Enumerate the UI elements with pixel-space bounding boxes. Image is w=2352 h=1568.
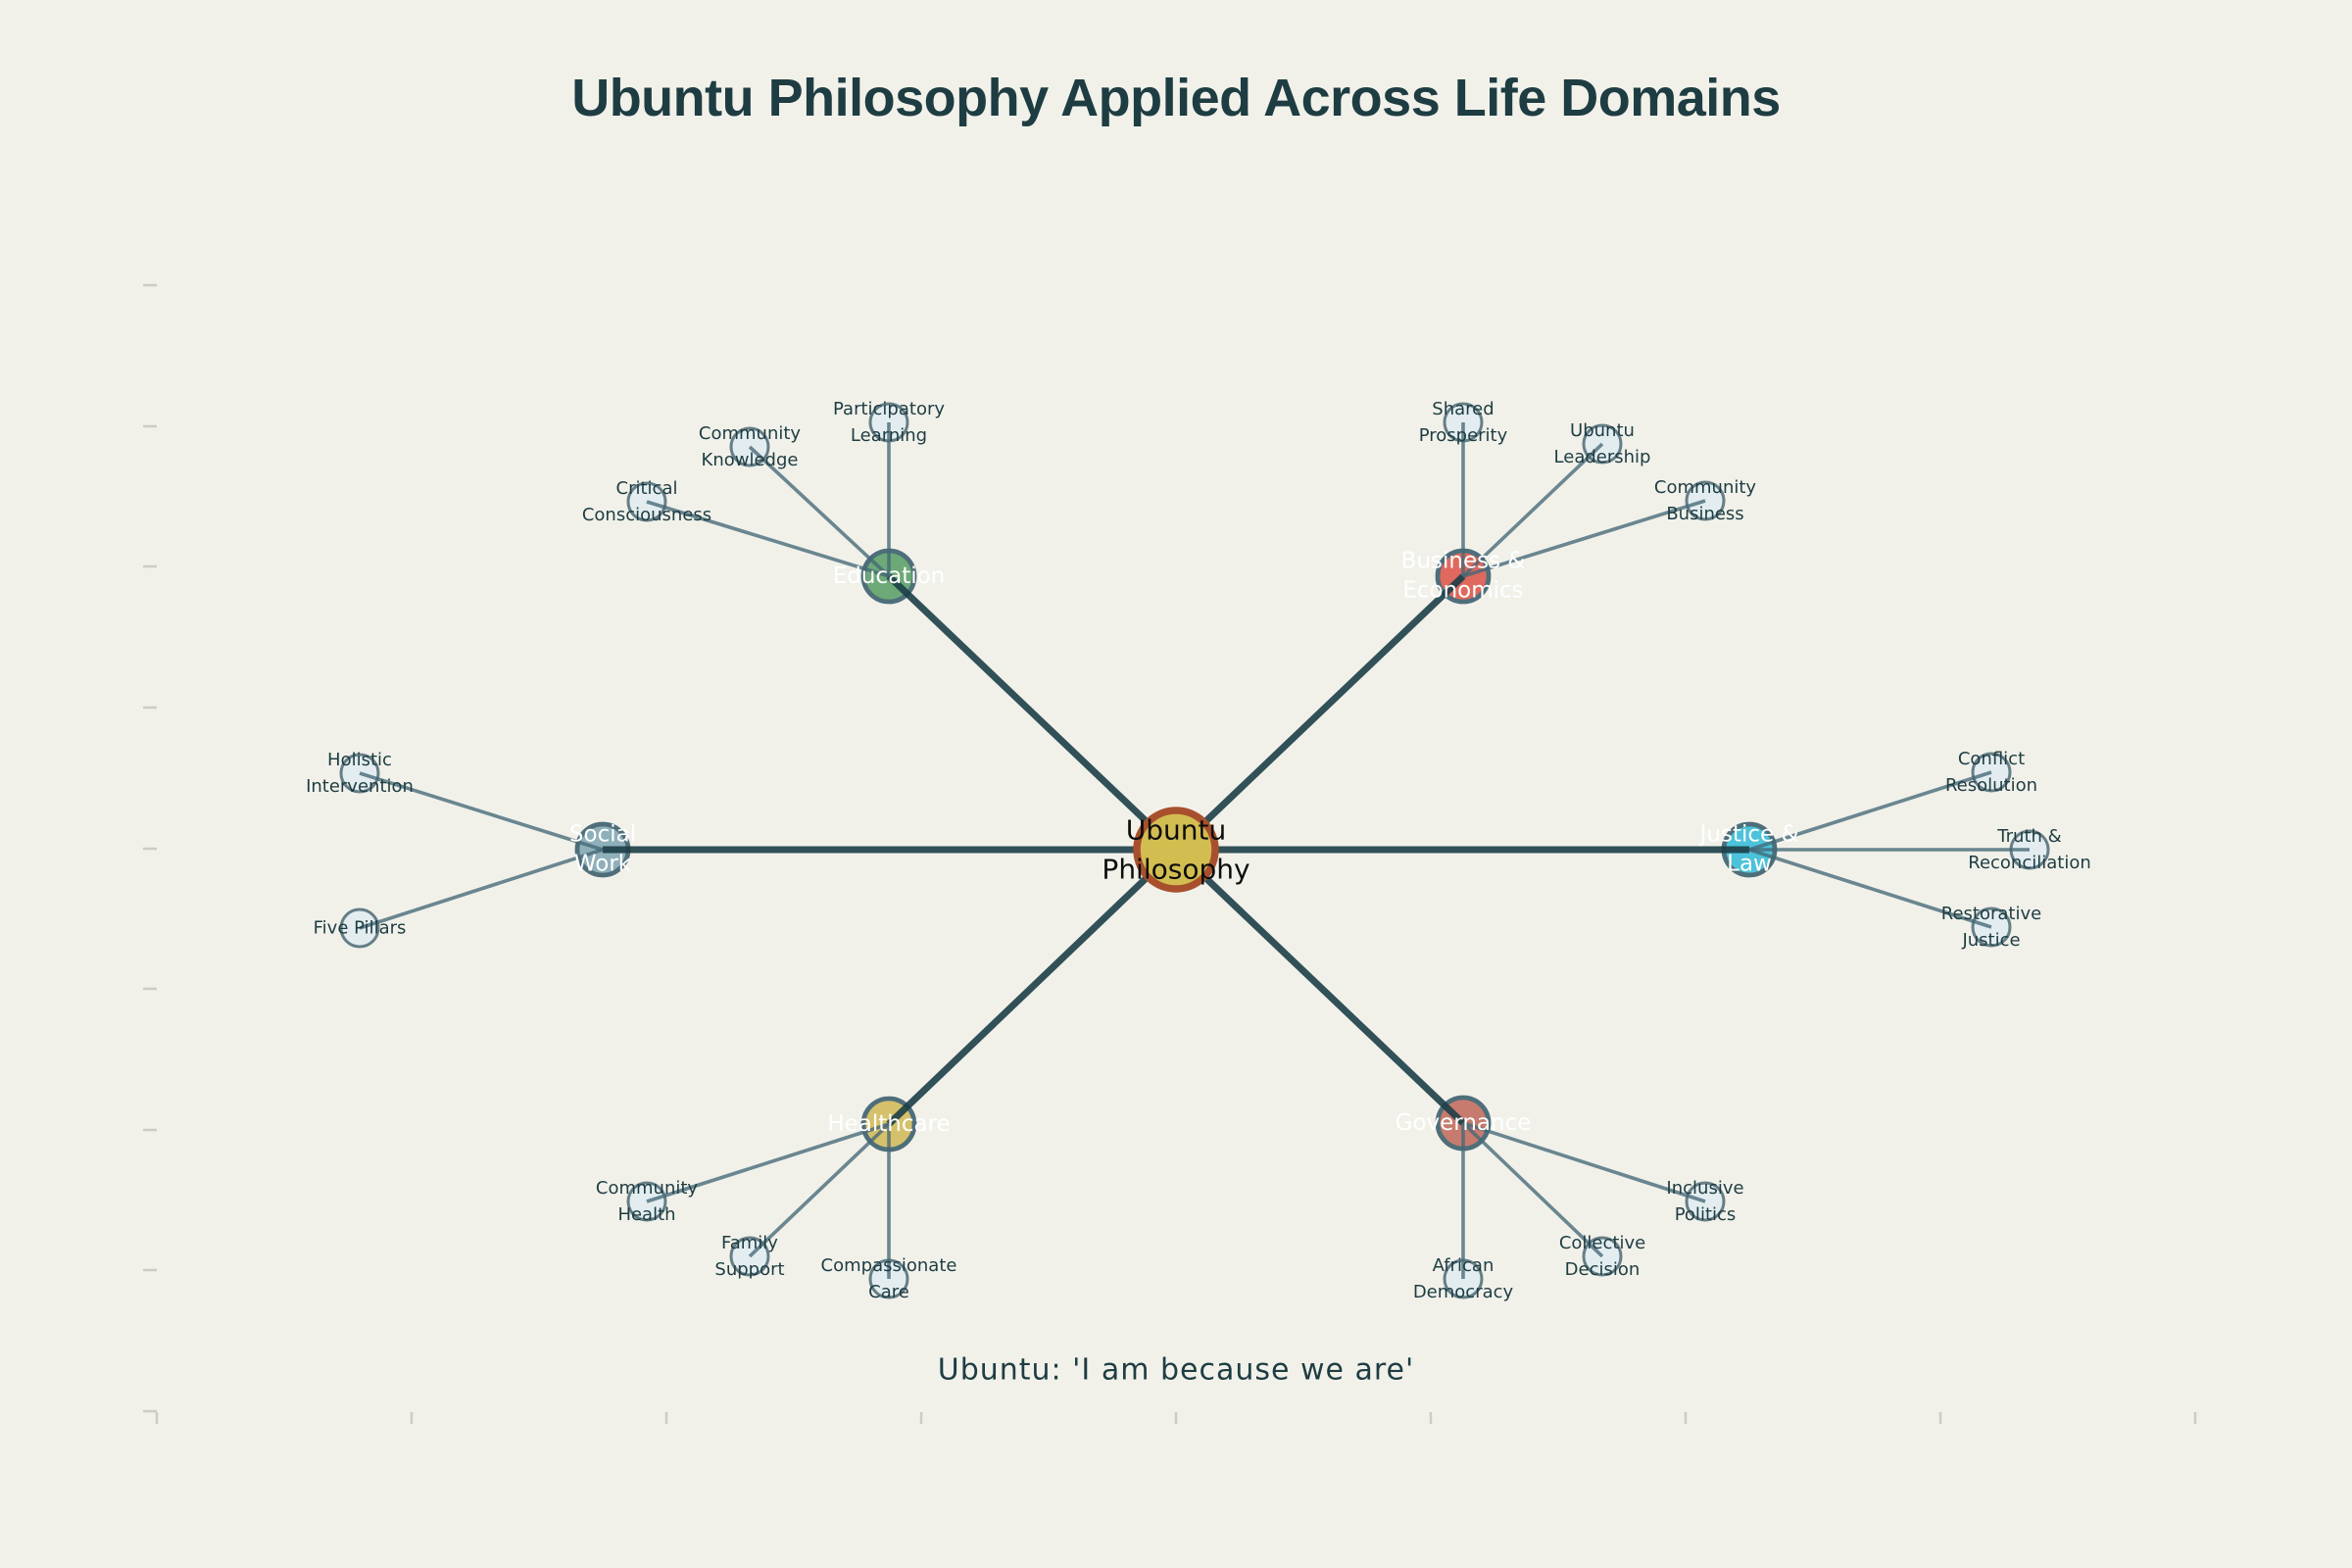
edge-center-governance (1173, 847, 1466, 1126)
edge-social-work-holistic-intervention (359, 771, 604, 852)
edge-justice-law-restorative-justice (1748, 848, 1992, 929)
figure-caption: Ubuntu: 'I am because we are' (937, 1352, 1415, 1388)
edge-governance-inclusive-politics (1462, 1121, 1706, 1203)
edge-healthcare-community-health (646, 1122, 890, 1203)
edge-education-community-knowledge (748, 445, 891, 578)
edge-business-economics-community-business (1462, 499, 1706, 578)
edge-center-business-economics (1173, 573, 1466, 853)
edge-governance-collective-decision (1461, 1121, 1604, 1258)
edge-justice-law-conflict-resolution (1748, 770, 1992, 852)
figure-title: Ubuntu Philosophy Applied Across Life Do… (571, 69, 1781, 127)
node-ubuntu-philosophy (1133, 807, 1219, 893)
edge-social-work-five-pillars (359, 848, 604, 930)
edge-education-critical-consciousness (646, 500, 890, 578)
edge-business-economics-ubuntu-leadership (1461, 442, 1604, 578)
edge-healthcare-family-support (748, 1122, 891, 1258)
edge-center-education (886, 573, 1179, 853)
edge-center-healthcare (886, 847, 1179, 1127)
